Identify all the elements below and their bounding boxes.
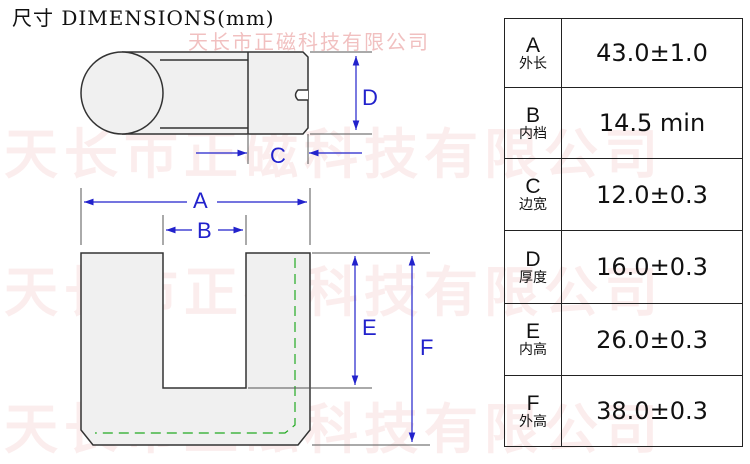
- dimension-name: 外长: [519, 55, 547, 72]
- dimension-letter: C: [525, 175, 541, 199]
- front-view-outline: [80, 252, 311, 446]
- dimension-letter: F: [526, 391, 540, 415]
- dimension-value: 14.5 min: [561, 87, 743, 159]
- dimension-e-label: E: [362, 315, 377, 340]
- dimension-name: 厚度: [519, 269, 547, 286]
- dimension-value: 43.0±1.0: [561, 18, 743, 88]
- dimension-name: 边宽: [519, 197, 547, 214]
- dimension-a-label: A: [193, 188, 208, 213]
- page-title: 尺寸 DIMENSIONS(mm): [12, 6, 275, 30]
- dimension-b: B: [162, 215, 247, 245]
- dimension-value: 16.0±0.3: [561, 230, 743, 304]
- top-view-notch: [294, 89, 308, 101]
- dimension-c-label: C: [270, 143, 286, 168]
- watermark-text: 天长市正磁科技有限公司: [188, 30, 430, 54]
- dimension-d-label: D: [362, 85, 378, 110]
- top-view: [80, 51, 309, 135]
- dimension-name: 内高: [519, 342, 547, 359]
- dimension-c: C: [196, 134, 362, 168]
- dimension-d: D: [310, 51, 378, 135]
- dimension-letter: A: [525, 33, 540, 57]
- dimension-letter: B: [525, 103, 540, 127]
- dimension-e: E: [248, 252, 377, 389]
- dimension-name: 内档: [519, 125, 547, 142]
- dimension-drawing: D C A B E F: [80, 51, 433, 446]
- dimension-value: 12.0±0.3: [561, 158, 743, 231]
- top-view-round-end: [80, 51, 164, 135]
- dimension-a: A: [80, 188, 311, 245]
- dimension-letter: E: [525, 320, 540, 344]
- dimension-letter: D: [525, 247, 541, 271]
- dimension-value: 26.0±0.3: [561, 303, 743, 376]
- dimension-name: 外高: [519, 413, 547, 430]
- dimension-f-label: F: [420, 335, 433, 360]
- dimension-b-label: B: [197, 218, 212, 243]
- dimension-value: 38.0±0.3: [561, 375, 743, 447]
- front-view: [80, 252, 311, 446]
- dimension-f: F: [312, 252, 433, 446]
- front-view-hidden-line: [95, 258, 296, 434]
